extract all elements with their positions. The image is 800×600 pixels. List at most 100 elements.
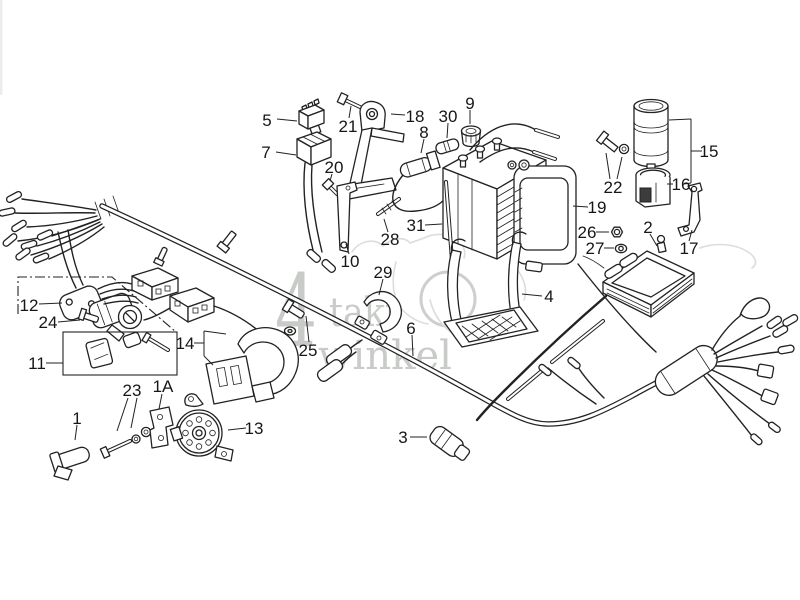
part-callout-9: 9 bbox=[465, 94, 474, 113]
part-callout-6: 6 bbox=[406, 319, 415, 338]
harness-screw bbox=[153, 246, 168, 267]
part-callout-10: 10 bbox=[341, 252, 360, 271]
leader-line-19 bbox=[572, 205, 589, 208]
part-callout-26: 26 bbox=[578, 223, 597, 242]
leader-line-1A bbox=[158, 393, 163, 410]
part-callout-21: 21 bbox=[339, 117, 358, 136]
part-11-group-box bbox=[62, 331, 178, 376]
leader-line-8 bbox=[420, 138, 425, 154]
part-callout-18: 18 bbox=[406, 107, 425, 126]
bolt-22 bbox=[595, 130, 630, 155]
leader-line-4 bbox=[521, 293, 543, 297]
ignition-coil-2 bbox=[475, 234, 695, 422]
fuse-holder-8 bbox=[392, 150, 452, 212]
leader-line-31 bbox=[424, 223, 443, 226]
bolt-25 bbox=[281, 298, 305, 336]
part-callout-4: 4 bbox=[544, 287, 553, 306]
leader-line-12 bbox=[38, 302, 63, 305]
part-callout-7: 7 bbox=[261, 143, 270, 162]
leader-line-22 bbox=[616, 156, 623, 180]
harness-connector-a bbox=[131, 267, 179, 301]
ignition-switch-assembly bbox=[57, 229, 143, 342]
part-callout-16: 16 bbox=[672, 175, 691, 194]
battery-terminal-bolt bbox=[457, 137, 503, 168]
part-callout-1: 1 bbox=[72, 409, 81, 428]
fuse-30 bbox=[435, 138, 460, 155]
part-callout-15: 15 bbox=[700, 142, 719, 161]
harness-connector-b bbox=[143, 287, 261, 333]
part-callout-20: 20 bbox=[325, 158, 344, 177]
breaker-plate-13 bbox=[169, 393, 234, 462]
leader-line-7 bbox=[275, 151, 297, 156]
main-wire-harness bbox=[99, 203, 667, 427]
leader-line-6 bbox=[411, 334, 414, 357]
part-callout-12: 12 bbox=[20, 296, 39, 315]
part-callout-31: 31 bbox=[407, 216, 426, 235]
leader-line-1 bbox=[74, 424, 78, 441]
cell-holder-16 bbox=[635, 167, 671, 208]
assembly-outline-box bbox=[17, 276, 177, 333]
leader-line-25 bbox=[305, 315, 310, 343]
part-callout-8: 8 bbox=[419, 123, 428, 142]
bracket-18 bbox=[339, 100, 405, 201]
leader-line-14 bbox=[203, 330, 227, 335]
leader-line-22 bbox=[605, 152, 611, 180]
bolt-20 bbox=[321, 177, 339, 196]
part-callout-24: 24 bbox=[39, 313, 58, 332]
stay-10 bbox=[336, 181, 358, 253]
bracket-17 bbox=[677, 182, 703, 237]
battery-strap-4 bbox=[443, 231, 539, 348]
part-callout-27: 27 bbox=[586, 239, 605, 258]
leader-line-29 bbox=[378, 278, 384, 296]
washer-27 bbox=[614, 243, 628, 254]
part-callout-1A: 1A bbox=[153, 377, 174, 396]
harness-bolt bbox=[216, 230, 237, 254]
nut-26 bbox=[610, 226, 624, 238]
harness-sleeve-and-branches bbox=[538, 297, 799, 446]
fuse-5 bbox=[298, 98, 325, 130]
leader-line-23 bbox=[116, 397, 129, 432]
leader-line-15 bbox=[668, 118, 692, 121]
part-callout-25: 25 bbox=[299, 341, 318, 360]
harness-clamp-29 bbox=[354, 291, 402, 345]
part-callout-5: 5 bbox=[262, 111, 271, 130]
leader-line-15 bbox=[683, 182, 692, 185]
connector-7 bbox=[296, 124, 337, 273]
leader-line-20 bbox=[329, 173, 333, 182]
part-callout-28: 28 bbox=[381, 230, 400, 249]
leader-line-2 bbox=[649, 233, 658, 247]
part-callout-29: 29 bbox=[374, 263, 393, 282]
part-callout-22: 22 bbox=[604, 178, 623, 197]
bolt-23 bbox=[99, 426, 152, 459]
part-callout-30: 30 bbox=[439, 107, 458, 126]
leader-line-14 bbox=[203, 355, 214, 366]
part-callout-3: 3 bbox=[398, 428, 407, 447]
leader-line-13 bbox=[227, 427, 247, 431]
leader-line-10 bbox=[345, 243, 350, 255]
part-1 bbox=[49, 446, 90, 481]
leader-line-17 bbox=[688, 229, 693, 242]
leader-line-28 bbox=[383, 218, 389, 233]
bracket-1a bbox=[149, 406, 174, 449]
leader-line-18 bbox=[390, 113, 406, 116]
part-callout-13: 13 bbox=[245, 419, 264, 438]
bolt-21 bbox=[336, 92, 362, 109]
battery-cell-15 bbox=[633, 98, 669, 177]
rubber-holder-19 bbox=[513, 159, 577, 273]
leader-line-24 bbox=[57, 319, 81, 323]
harness-clamp-large bbox=[205, 327, 299, 405]
part-callout-23: 23 bbox=[123, 381, 142, 400]
switch-bolt bbox=[77, 307, 100, 323]
leader-line-23 bbox=[130, 397, 138, 429]
cap-9 bbox=[460, 125, 482, 148]
leader-line-21 bbox=[348, 105, 352, 119]
harness-end-terminals bbox=[0, 191, 120, 264]
part-callout-14: 14 bbox=[176, 334, 195, 353]
part-callout-11: 11 bbox=[28, 354, 46, 373]
scan-artifact bbox=[0, 0, 3, 95]
spark-plug-cap-3 bbox=[429, 425, 471, 461]
part-callout-17: 17 bbox=[680, 239, 699, 258]
